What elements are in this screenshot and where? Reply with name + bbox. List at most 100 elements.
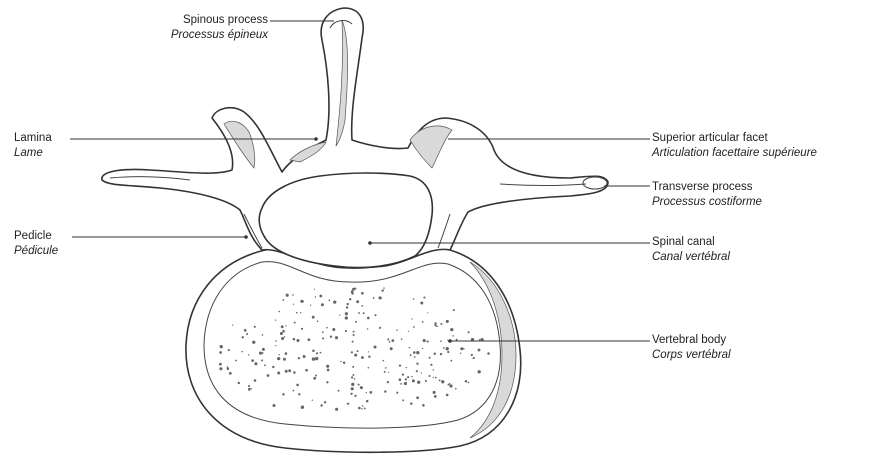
bone-pore [273, 404, 276, 407]
bone-pore [361, 408, 363, 410]
bone-pore [440, 323, 442, 325]
bone-pore [345, 312, 348, 315]
bone-pore [379, 327, 381, 329]
bone-pore [285, 352, 288, 355]
bone-pore [300, 312, 301, 313]
label-superior-articular-facet-fr: Articulation facettaire supérieure [652, 146, 817, 161]
bone-pore [252, 341, 255, 344]
label-spinal-canal-fr: Canal vertébral [652, 250, 730, 265]
bone-pore [296, 384, 299, 387]
bone-pore [427, 312, 428, 313]
bone-pore [324, 401, 326, 403]
bone-pore [468, 382, 470, 384]
bone-pore [351, 290, 354, 293]
bone-pore [242, 336, 244, 338]
bone-pore [296, 312, 298, 314]
bone-pore [434, 322, 436, 324]
bone-pore [335, 408, 338, 411]
bone-pore [440, 353, 442, 355]
bone-pore [262, 334, 264, 336]
bone-pore [232, 324, 233, 325]
bone-pore [308, 338, 311, 341]
bone-pore [267, 374, 270, 377]
bone-pore [339, 314, 340, 315]
bone-pore [326, 327, 328, 329]
bone-pore [313, 377, 316, 380]
bone-pore [401, 338, 403, 340]
bone-pore [238, 382, 240, 384]
bone-pore [439, 379, 441, 381]
bone-pore [293, 304, 294, 305]
bone-pore [301, 328, 303, 330]
bone-pore [328, 300, 330, 302]
bone-pore [322, 331, 324, 333]
bone-pore [284, 336, 286, 338]
bone-pore [404, 382, 407, 385]
bone-pore [357, 350, 359, 352]
bone-pore [317, 320, 319, 322]
bone-pore [413, 298, 415, 300]
bone-pore [378, 296, 381, 299]
bone-pore [388, 372, 389, 373]
bone-pore [399, 364, 401, 366]
bone-pore [384, 371, 386, 373]
bone-pore [396, 329, 398, 331]
bone-pore [471, 354, 473, 356]
bone-pore [446, 347, 449, 350]
bone-pore [407, 376, 409, 378]
bone-pore [362, 405, 364, 407]
bone-pore [449, 384, 452, 387]
bone-pore [422, 348, 423, 349]
bone-pore [298, 357, 300, 359]
bone-pore [333, 300, 336, 303]
bone-pore [478, 370, 481, 373]
bone-pore [436, 325, 438, 327]
bone-pore [326, 365, 329, 368]
bone-pore [285, 370, 288, 373]
bone-pore [358, 407, 361, 410]
label-spinous-process: Spinous process Processus épineux [118, 13, 268, 43]
bone-pore [432, 369, 433, 370]
bone-pore [327, 369, 330, 372]
bone-pore [413, 326, 415, 328]
label-lamina-fr: Lame [14, 146, 52, 161]
bone-pore [366, 400, 369, 403]
bone-pore [219, 363, 222, 366]
bone-pore [220, 345, 223, 348]
bone-pore [354, 395, 356, 397]
bone-pore [288, 369, 291, 372]
bone-pore [463, 348, 465, 350]
bone-pore [450, 360, 452, 362]
leader-canal-dot [368, 241, 372, 245]
bone-pore [275, 345, 276, 346]
label-transverse-process: Transverse process Processus costiforme [652, 180, 762, 210]
bone-pore [282, 393, 284, 395]
bone-pore [414, 356, 416, 358]
bone-pore [387, 381, 389, 383]
bone-pore [352, 288, 355, 291]
bone-pore [420, 302, 423, 305]
bone-pore [340, 361, 341, 362]
bone-pore [310, 304, 311, 305]
bone-pore [433, 391, 436, 394]
vertebral-body-outer [186, 249, 521, 453]
bone-pore [315, 375, 317, 377]
bone-pore [314, 289, 315, 290]
bone-pore [241, 351, 243, 353]
bone-pore [351, 387, 354, 390]
bone-pore [262, 352, 264, 354]
bone-pore [354, 354, 357, 357]
bone-pore [460, 347, 463, 350]
bone-pore [293, 390, 295, 392]
bone-pore [383, 287, 384, 288]
bone-pore [400, 383, 402, 385]
bone-pore [279, 354, 280, 355]
bone-pore [248, 354, 249, 355]
bone-pore [356, 300, 359, 303]
bone-pore [282, 330, 285, 333]
bone-pore [385, 367, 387, 369]
label-superior-articular-facet: Superior articular facet Articulation fa… [652, 131, 817, 161]
bone-pore [422, 404, 425, 407]
